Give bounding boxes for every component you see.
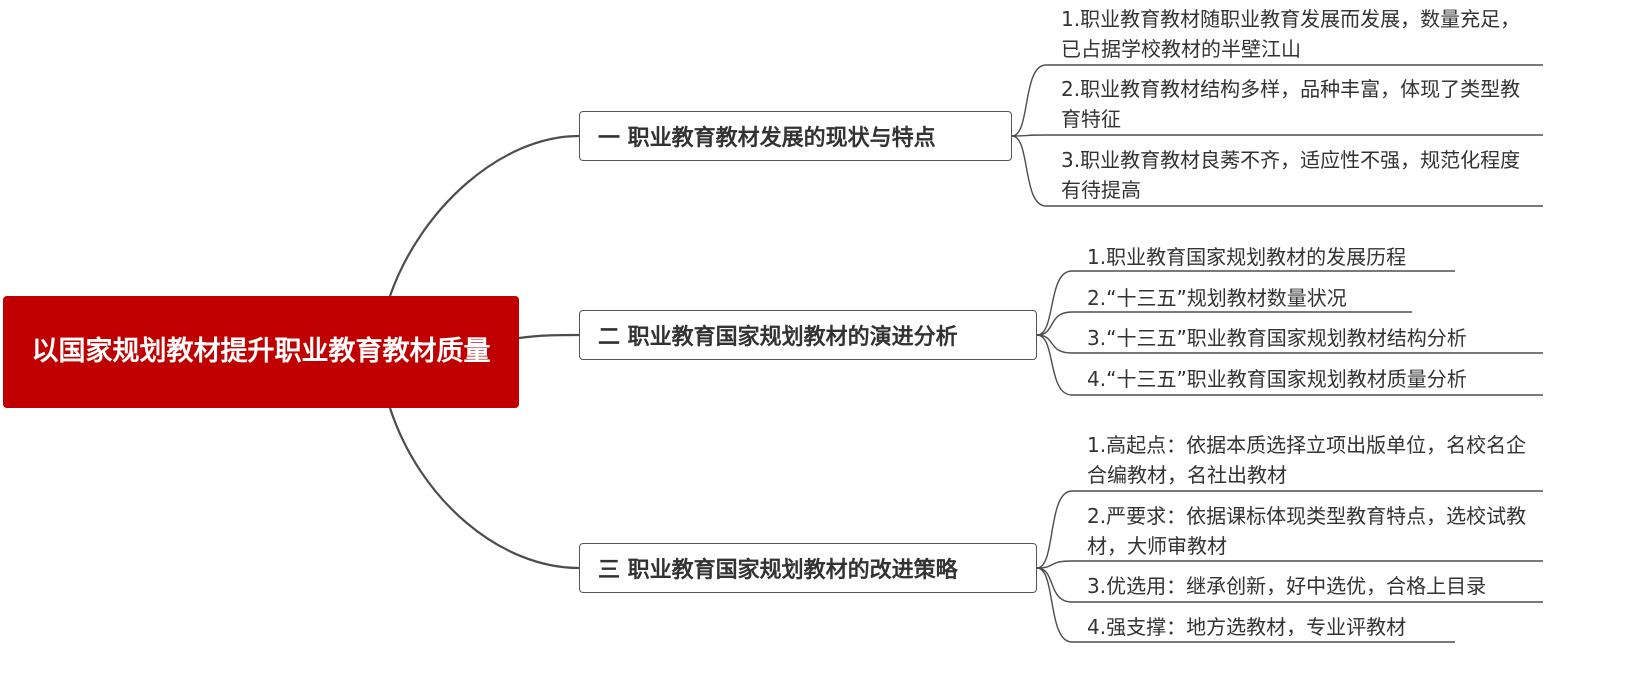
subtopic-2-3[interactable]: 3.“十三五”职业教育国家规划教材结构分析 xyxy=(1087,326,1467,350)
root-topic[interactable]: 以国家规划教材提升职业教育教材质量 xyxy=(3,296,519,408)
subtopic-2-1[interactable]: 1.职业教育国家规划教材的发展历程 xyxy=(1087,245,1407,269)
branch-label: 二 职业教育国家规划教材的演进分析 xyxy=(598,325,958,350)
root-topic-label: 以国家规划教材提升职业教育教材质量 xyxy=(31,336,491,367)
connector-1-1 xyxy=(1011,64,1543,137)
connector-2-3 xyxy=(1036,334,1543,354)
root-to-branch-2-line xyxy=(518,333,580,340)
connector-3-1 xyxy=(1036,490,1543,569)
connector-1-2 xyxy=(1011,134,1543,137)
subtopic-3-1[interactable]: 1.高起点：依据本质选择立项出版单位，名校名企合编教材，名社出教材 xyxy=(1087,433,1527,487)
branch-topic-3[interactable]: 三 职业教育国家规划教材的改进策略 xyxy=(579,543,1037,593)
branch-topic-1[interactable]: 一 职业教育教材发展的现状与特点 xyxy=(579,111,1012,161)
connector-2-1 xyxy=(1036,270,1455,336)
subtopic-3-4[interactable]: 4.强支撑：地方选教材，专业评教材 xyxy=(1087,615,1407,639)
connector-1-3 xyxy=(1011,135,1543,207)
subtopic-2-4[interactable]: 4.“十三五”职业教育国家规划教材质量分析 xyxy=(1087,367,1467,391)
connector-2-2 xyxy=(1036,311,1412,336)
connector-3-3 xyxy=(1036,567,1543,603)
subtopic-1-1[interactable]: 1.职业教育教材随职业教育发展而发展，数量充足，已占据学校教材的半壁江山 xyxy=(1061,7,1521,61)
branch-topic-2[interactable]: 二 职业教育国家规划教材的演进分析 xyxy=(579,310,1037,360)
branch-label: 一 职业教育教材发展的现状与特点 xyxy=(598,126,936,151)
subtopic-2-2[interactable]: 2.“十三五”规划教材数量状况 xyxy=(1087,286,1347,310)
connector-3-2 xyxy=(1036,560,1543,569)
subtopic-1-2[interactable]: 2.职业教育教材结构多样，品种丰富，体现了类型教育特征 xyxy=(1061,77,1521,131)
root-to-branch-3-line xyxy=(388,407,580,570)
connector-2-4 xyxy=(1036,334,1543,396)
branch-label: 三 职业教育国家规划教材的改进策略 xyxy=(598,558,958,583)
root-to-branch-1-line xyxy=(388,134,580,297)
subtopic-1-3[interactable]: 3.职业教育教材良莠不齐，适应性不强，规范化程度有待提高 xyxy=(1061,148,1521,202)
connector-3-4 xyxy=(1036,567,1455,643)
subtopic-3-2[interactable]: 2.严要求：依据课标体现类型教育特点，选校试教材，大师审教材 xyxy=(1087,504,1527,558)
subtopic-3-3[interactable]: 3.优选用：继承创新，好中选优，合格上目录 xyxy=(1087,574,1487,598)
